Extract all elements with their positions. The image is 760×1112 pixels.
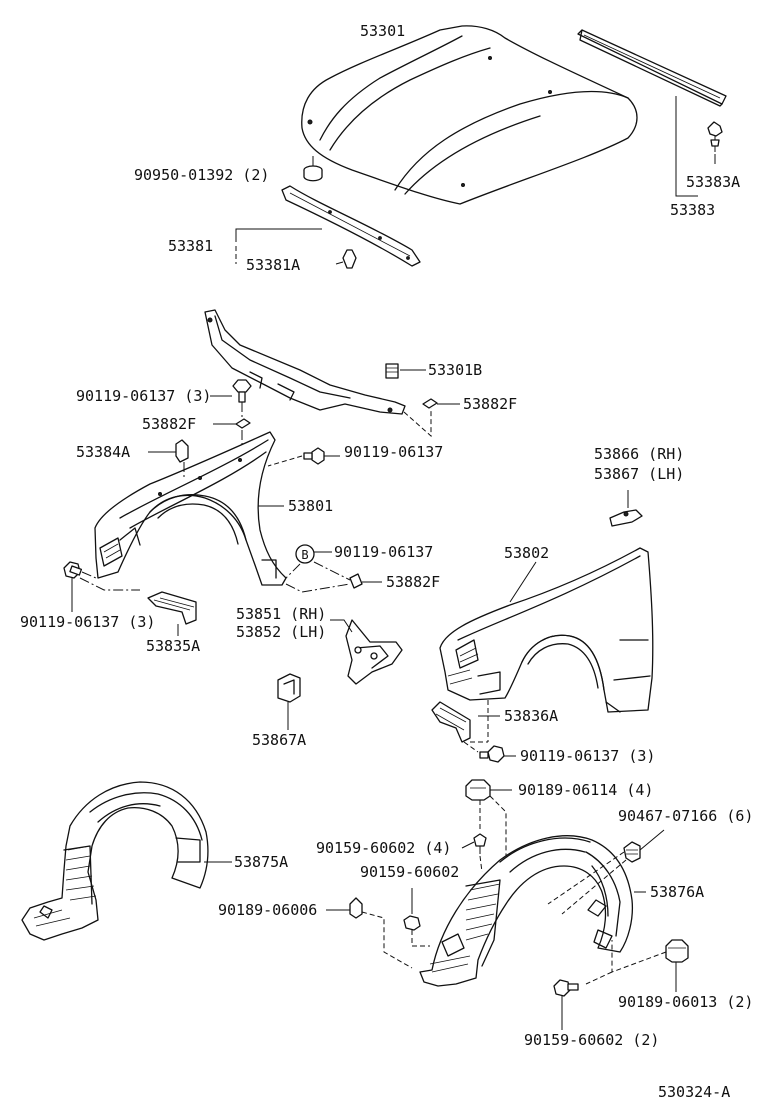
hood-lock-support (204, 309, 406, 415)
label-screw-4: 90159-60602 (4) (316, 839, 451, 857)
liner-right (419, 835, 634, 987)
label-bolt-top-left: 90119-06137 (3) (76, 387, 211, 405)
fender-right (439, 547, 654, 713)
label-hood-seal-rear-clip: 53383A (686, 173, 740, 191)
label-hood-support-clip: 53301B (428, 361, 482, 379)
bracket-left (147, 591, 197, 636)
clip-bottom (585, 939, 689, 992)
hood-panel (301, 25, 638, 205)
b-marker: B (301, 548, 308, 562)
label-fender-clip: 53384A (76, 443, 130, 461)
bracket-small (277, 673, 301, 730)
bracket-right (431, 700, 500, 753)
label-screw-single: 90159-60602 (360, 863, 459, 881)
part-labels: 53301 90950-01392 (2) 53381 53381A 53383… (20, 22, 753, 1101)
label-bracket-right: 53836A (504, 707, 558, 725)
label-clip-small: 90189-06006 (218, 901, 317, 919)
hood-seal-rear-clip (707, 121, 723, 152)
label-bracket-small: 53867A (252, 731, 306, 749)
label-nut-lower: 53882F (386, 573, 440, 591)
label-hood: 53301 (360, 22, 405, 40)
bolt-top-left (210, 379, 252, 418)
label-bolt-lower-right: 90119-06137 (3) (520, 747, 655, 765)
label-hood-seal-front: 53381 (168, 237, 213, 255)
label-brace-lh: 53867 (LH) (594, 465, 684, 483)
label-nut-right: 53882F (463, 395, 517, 413)
label-screw-bottom: 90159-60602 (2) (524, 1031, 659, 1049)
label-clip-bottom: 90189-06013 (2) (618, 993, 753, 1011)
label-clip-right: 90467-07166 (6) (618, 807, 753, 825)
hood-cushion (303, 156, 323, 182)
fender-left (94, 431, 287, 586)
bolt-fender-top (267, 447, 340, 467)
clip-small (326, 897, 413, 969)
label-fender-right: 53802 (504, 544, 549, 562)
label-bracket-rh: 53851 (RH) (236, 605, 326, 623)
screw-bottom (553, 979, 579, 1030)
clip-top (465, 779, 512, 856)
label-bracket-left: 53835A (146, 637, 200, 655)
brace-rh-lh (609, 490, 643, 527)
bracket-rh-lh (330, 619, 403, 685)
label-bolt-b: 90119-06137 (334, 543, 433, 561)
label-nut-left: 53882F (142, 415, 196, 433)
label-liner-left: 53875A (234, 853, 288, 871)
hood-seal-front-clip (335, 249, 357, 269)
liner-left (21, 781, 209, 941)
label-clip-top: 90189-06114 (4) (518, 781, 653, 799)
label-hood-seal-front-clip: 53381A (246, 256, 300, 274)
label-hood-seal-rear: 53383 (670, 201, 715, 219)
hood-support-clip (385, 363, 426, 379)
screw-single (403, 888, 430, 947)
label-bolt-fender-top: 90119-06137 (344, 443, 443, 461)
hood-seal-rear (577, 29, 727, 107)
label-brace-rh: 53866 (RH) (594, 445, 684, 463)
label-bracket-lh: 53852 (LH) (236, 623, 326, 641)
nut-lower (285, 573, 382, 593)
clip-right (547, 829, 665, 915)
nut-right (403, 398, 460, 438)
bolt-lower-left (63, 561, 140, 612)
label-bolt-lower-left: 90119-06137 (3) (20, 613, 155, 631)
bolt-lower-right (479, 745, 516, 763)
label-liner-right: 53876A (650, 883, 704, 901)
label-fender-left: 53801 (288, 497, 333, 515)
label-hood-cushion: 90950-01392 (2) (134, 166, 269, 184)
screw-4 (461, 833, 487, 873)
figure-id: 530324-A (658, 1083, 730, 1101)
bolt-b: B (285, 544, 351, 581)
fender-clip (148, 439, 189, 478)
hood-seal-front (281, 185, 421, 267)
